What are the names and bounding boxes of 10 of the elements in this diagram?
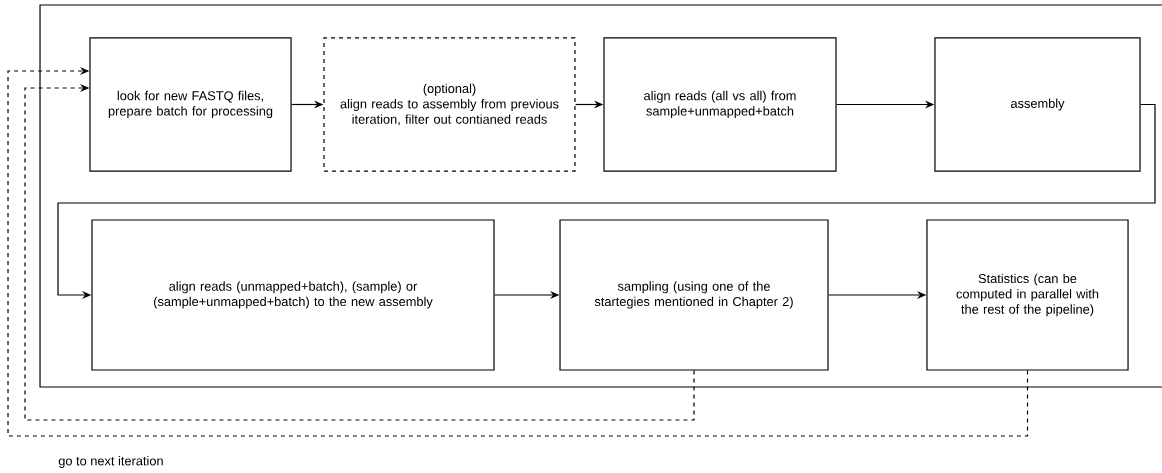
optional-step-box: (optional) align reads to assembly from previous iteration, filter out contianed reads <box>323 37 576 172</box>
arrow <box>24 83 695 421</box>
process-box: sampling (using one of the startegies mentioned in Chapter 2) <box>559 219 829 371</box>
process-box: align reads (all vs all) from sample+unmapped+batch <box>603 37 837 172</box>
note-text: go to next iteration <box>58 456 163 468</box>
process-box: assembly <box>934 37 1141 172</box>
process-box: align reads (unmapped+batch), (sample) or (sample+unmapped+batch) to the new assembly <box>91 219 495 371</box>
process-box: look for new FASTQ files, prepare batch for processing <box>89 37 292 172</box>
arrow <box>7 66 1029 437</box>
process-box: Statistics (can be computed in parallel with the rest of the pipeline) <box>926 219 1129 371</box>
